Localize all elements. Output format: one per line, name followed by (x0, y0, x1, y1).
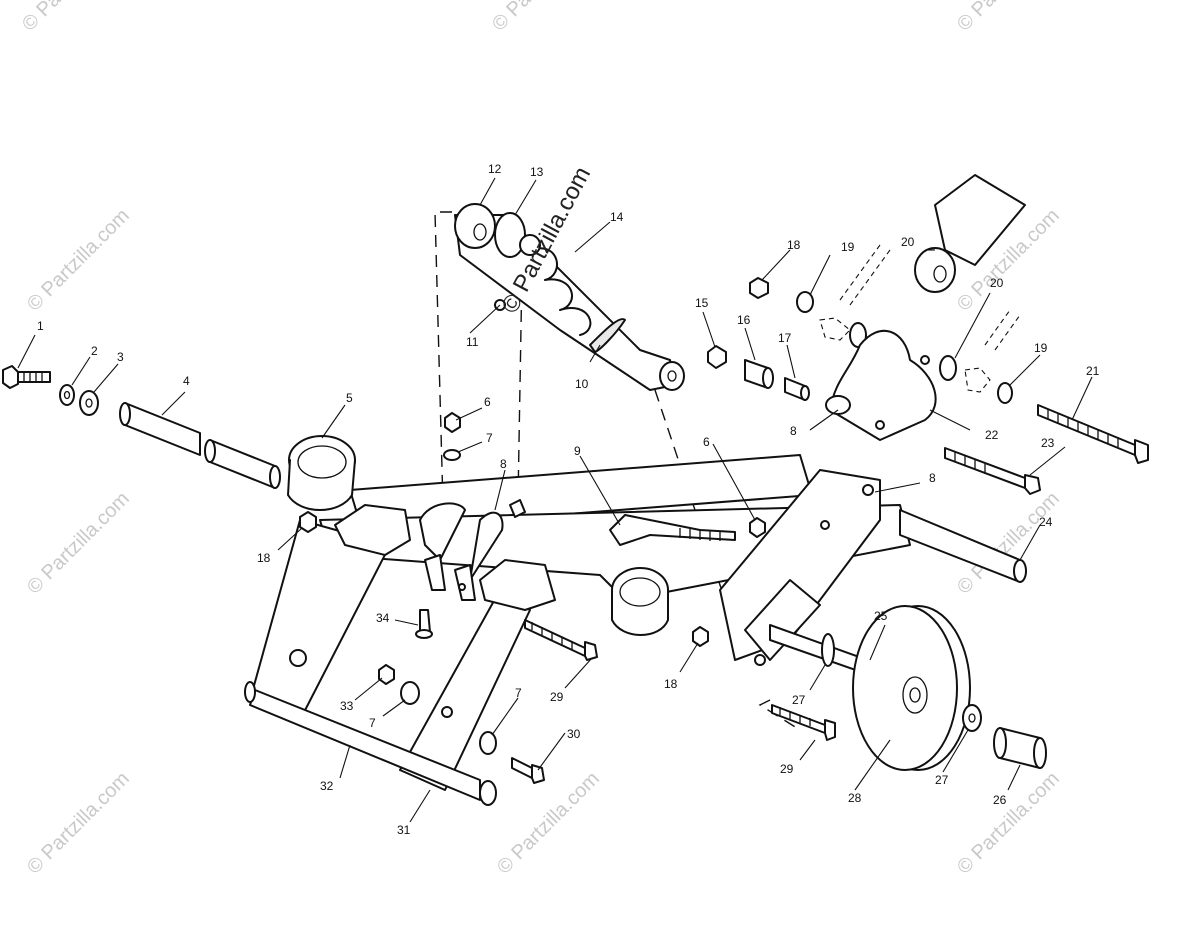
callout-6-right: 6 (703, 435, 710, 449)
nut-part-18-left (299, 511, 317, 533)
callout-21: 21 (1086, 364, 1100, 378)
callout-30: 30 (567, 727, 581, 741)
callout-31: 31 (397, 823, 411, 837)
bolt-shank-part-1 (17, 371, 51, 383)
watermark-bottom-right: © Partzilla.com (953, 768, 1064, 879)
mount-bracket-left (334, 504, 411, 556)
nut-part-33 (378, 664, 395, 685)
callout-19-top: 19 (841, 240, 855, 254)
bolt-part-34 (419, 609, 431, 633)
callout-15: 15 (695, 296, 709, 310)
shock-absorber-assembly (454, 203, 685, 391)
nut-part-18-top (749, 277, 769, 299)
shock-tube-upper-right (934, 174, 1026, 266)
callout-27-outer: 27 (935, 773, 949, 787)
nut-part-15 (707, 345, 727, 369)
washer-part-7-lower (400, 681, 420, 705)
spacer-part-20-top (849, 322, 867, 348)
spring-seat-part-13 (494, 212, 526, 258)
callout-20-right: 20 (990, 276, 1004, 290)
callout-29-upper: 29 (550, 690, 564, 704)
callout-20-top: 20 (901, 235, 915, 249)
callout-23: 23 (1041, 436, 1055, 450)
watermark-bottom-center: © Partzilla.com (493, 768, 604, 879)
callout-2: 2 (91, 344, 98, 358)
collar-part-10 (589, 318, 626, 353)
nut-part-18-right (692, 626, 709, 647)
callout-7-right: 7 (515, 686, 522, 700)
callout-16: 16 (737, 313, 751, 327)
callout-8-right: 8 (929, 471, 936, 485)
washer-part-20-right (939, 355, 957, 381)
callout-28: 28 (848, 791, 862, 805)
washer-part-3 (79, 390, 99, 416)
callout-5: 5 (346, 391, 353, 405)
mount-bracket-center (479, 559, 556, 611)
watermark-lower-left: © Partzilla.com (23, 488, 134, 599)
callout-12: 12 (488, 162, 502, 176)
watermark-top-center: © Partzilla.com (488, 0, 599, 36)
leader-lines (17, 177, 1093, 823)
callout-25: 25 (874, 609, 888, 623)
callout-14: 14 (610, 210, 624, 224)
washer-part-7-right (479, 731, 497, 755)
callout-18-right: 18 (664, 677, 678, 691)
callout-19-right: 19 (1034, 341, 1048, 355)
washer-part-27-inner (821, 633, 835, 667)
bolt-part-30 (511, 757, 533, 779)
callout-labels: 1 2 3 4 5 6 6 7 7 7 8 8 8 9 10 11 12 13 … (37, 162, 1100, 837)
nut-part-6-left (444, 412, 461, 433)
upper-right-hardware (707, 174, 1149, 495)
callout-4: 4 (183, 374, 190, 388)
callout-27-inner: 27 (792, 693, 806, 707)
callout-17: 17 (778, 331, 792, 345)
bolt-part-29-upper (524, 619, 586, 657)
callout-32: 32 (320, 779, 334, 793)
center-hardware (299, 412, 836, 784)
callout-9: 9 (574, 444, 581, 458)
bolt-head-part-1 (2, 365, 19, 389)
idler-wheel-assembly (769, 605, 1047, 771)
callout-7-top: 7 (486, 431, 493, 445)
watermark-mid-left: © Partzilla.com (23, 205, 134, 316)
watermark-top-left: © Partzilla.com (18, 0, 129, 36)
callout-8-center: 8 (500, 457, 507, 471)
callout-33: 33 (340, 699, 354, 713)
spring-part-14 (529, 247, 592, 336)
callout-8-bracket: 8 (790, 424, 797, 438)
callout-11: 11 (466, 335, 479, 349)
callout-13: 13 (530, 165, 544, 179)
watermark-top-right: © Partzilla.com (953, 0, 1064, 36)
callout-18-left: 18 (257, 551, 271, 565)
washer-part-7-top (443, 449, 461, 461)
left-axle-hardware (2, 365, 281, 489)
callout-6-left: 6 (484, 395, 491, 409)
nut-part-6-right (749, 517, 766, 538)
callout-34: 34 (376, 611, 390, 625)
callout-18-top: 18 (787, 238, 801, 252)
callout-10: 10 (575, 377, 589, 391)
washer-part-19-right (997, 382, 1013, 404)
washer-part-2 (59, 384, 75, 406)
shock-bracket-part-22 (829, 329, 937, 441)
washer-part-19-top (796, 291, 814, 313)
callout-24: 24 (1039, 515, 1053, 529)
axle-tube-part-4 (124, 402, 201, 456)
watermark-bottom-left: © Partzilla.com (23, 768, 134, 879)
callout-22: 22 (985, 428, 999, 442)
shock-eye-part-12 (454, 203, 496, 249)
callout-7-lower: 7 (369, 716, 376, 730)
washer-part-27-outer (962, 704, 982, 732)
callout-26: 26 (993, 793, 1007, 807)
callout-29-lower: 29 (780, 762, 794, 776)
callout-1: 1 (37, 319, 44, 333)
bracket-part-9 (609, 514, 736, 546)
callout-3: 3 (117, 350, 124, 364)
